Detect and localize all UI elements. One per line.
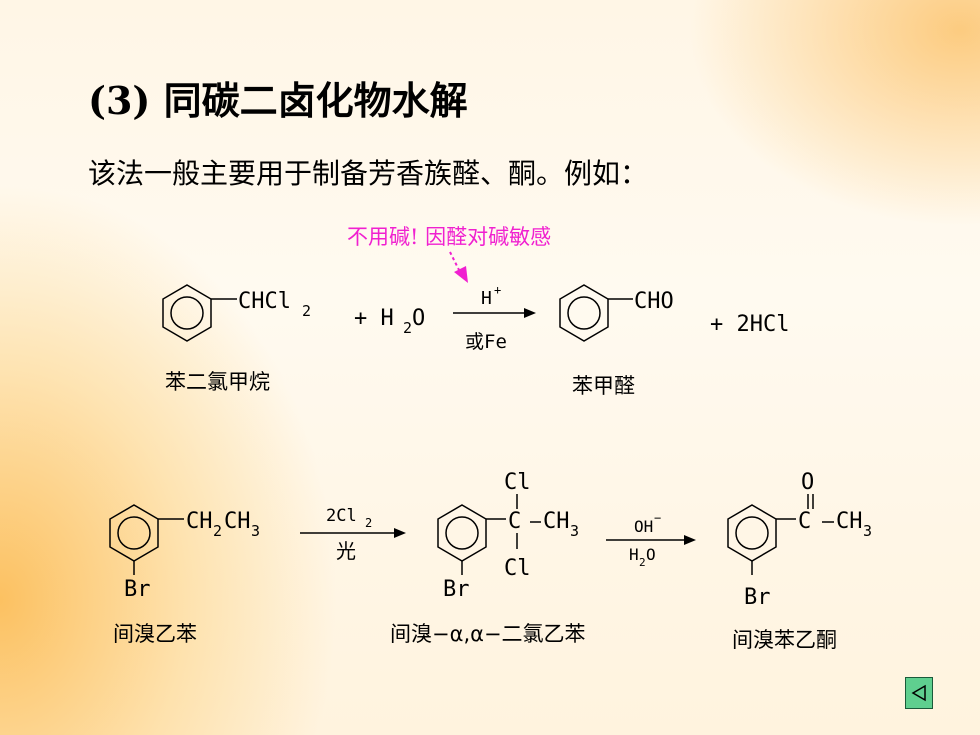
- r1-reagent-top: H: [481, 288, 492, 309]
- r1-reactant-sub: 2: [302, 302, 311, 320]
- r1-reactant-group: CHCl: [238, 289, 291, 314]
- benzene-ring-1: [162, 284, 237, 342]
- benzene-ring-3: [109, 504, 184, 575]
- r1-water-sub: 2: [403, 319, 412, 337]
- r2-intermediate-sub: 3: [570, 522, 579, 540]
- benzene-ring-2: [559, 284, 633, 342]
- back-button[interactable]: [905, 677, 933, 709]
- r2-reagent1-bottom: 光: [336, 539, 356, 563]
- r2-product-c: C: [798, 509, 811, 534]
- r1-reactant-name: 苯二氯甲烷: [165, 370, 270, 394]
- annotation-arrow: [449, 251, 468, 283]
- r2-reactant-name: 间溴乙苯: [113, 622, 197, 646]
- r1-reagent-top-sup: +: [494, 283, 501, 297]
- r2-intermediate-ch: CH: [543, 509, 570, 534]
- r2-product-o: O: [801, 470, 814, 495]
- r2-intermediate-name: 间溴−α,α−二氯乙苯: [390, 622, 586, 646]
- benzene-ring-4: [437, 494, 541, 575]
- intro-text: 该法一般主要用于制备芳香族醛、酮。例如：: [88, 157, 649, 190]
- r2-reagent2-top-sup: −: [654, 511, 661, 525]
- r2-intermediate-c: C: [508, 509, 521, 534]
- r2-product-name: 间溴苯乙酮: [732, 628, 837, 652]
- r2-reactant-sub3: 3: [251, 522, 260, 540]
- r2-reactant-ch2: CH: [186, 509, 213, 534]
- r1-water-o: O: [412, 306, 425, 331]
- r1-reagent-bottom: 或Fe: [465, 331, 507, 353]
- back-triangle-icon: [911, 684, 926, 702]
- slide-title: (3) 同碳二卤化物水解: [88, 78, 468, 123]
- r2-reactant-br: Br: [124, 577, 151, 602]
- r2-product-ch: CH: [836, 509, 863, 534]
- r2-product-br: Br: [744, 585, 771, 610]
- r2-product-sub: 3: [863, 522, 872, 540]
- r2-reagent1-top-sub: 2: [365, 516, 372, 530]
- r2-reagent2-bottom: H: [629, 545, 639, 564]
- r2-reagent2-bottom-sub: 2: [639, 556, 646, 569]
- r1-product-name: 苯甲醛: [572, 374, 635, 398]
- r2-reactant-ch3: CH: [224, 509, 251, 534]
- annotation-note: 不用碱! 因醛对碱敏感: [347, 225, 552, 249]
- r1-arrow: [453, 308, 536, 318]
- r2-arrow-1: [300, 528, 406, 538]
- r2-reagent2-bottom-o: O: [646, 545, 656, 564]
- benzene-ring-5: [727, 494, 834, 575]
- r2-intermediate-cl-top: Cl: [504, 470, 531, 495]
- r2-reactant-sub2: 2: [213, 522, 222, 540]
- r1-byproduct: + 2HCl: [710, 312, 789, 337]
- r2-intermediate-cl-bottom: Cl: [504, 556, 531, 581]
- r1-plus-water: + H: [354, 306, 394, 331]
- r2-reagent1-top: 2Cl: [326, 506, 357, 526]
- r1-product-group: CHO: [634, 289, 674, 314]
- r2-arrow-2: [606, 535, 696, 545]
- r2-reagent2-top: OH: [634, 517, 653, 536]
- r2-intermediate-br: Br: [443, 577, 470, 602]
